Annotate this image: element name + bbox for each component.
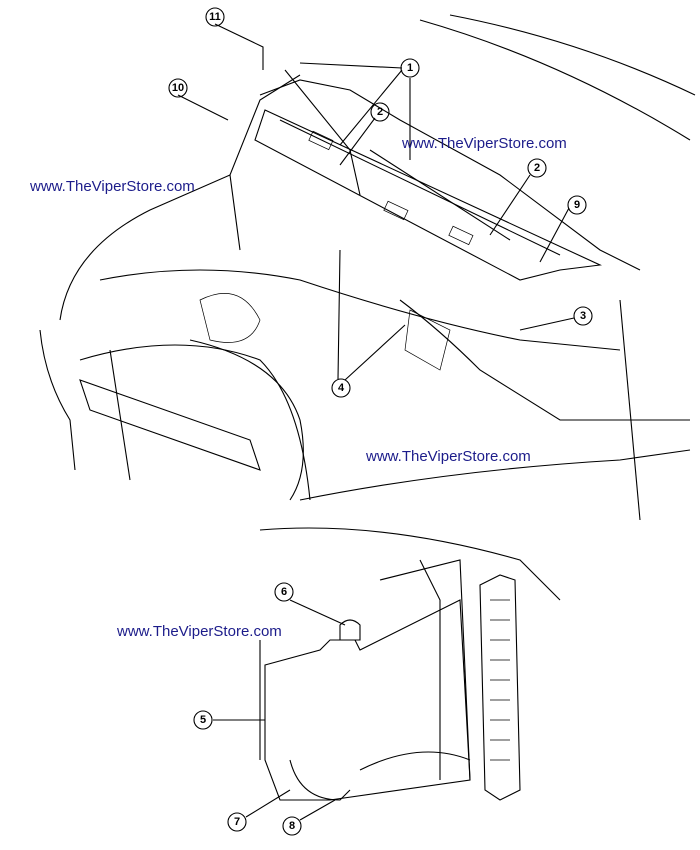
callout-4: 4 xyxy=(331,378,351,398)
callout-10: 10 xyxy=(168,78,188,98)
svg-text:3: 3 xyxy=(580,310,586,322)
svg-text:6: 6 xyxy=(281,586,287,598)
watermark-text: www.TheViperStore.com xyxy=(366,448,531,465)
svg-text:8: 8 xyxy=(289,820,295,832)
svg-text:11: 11 xyxy=(209,11,221,23)
watermark-text: www.TheViperStore.com xyxy=(30,178,195,195)
svg-text:7: 7 xyxy=(234,816,240,828)
callout-3: 3 xyxy=(573,306,593,326)
engine-bay-drawing xyxy=(39,14,696,521)
callout-5: 5 xyxy=(193,710,213,730)
callout-7: 7 xyxy=(227,812,247,832)
callout-11: 11 xyxy=(205,7,225,27)
svg-text:4: 4 xyxy=(338,382,345,394)
svg-text:2: 2 xyxy=(534,162,540,174)
svg-text:10: 10 xyxy=(172,82,184,94)
svg-text:2: 2 xyxy=(377,106,383,118)
svg-text:5: 5 xyxy=(200,714,206,726)
svg-text:9: 9 xyxy=(574,199,580,211)
reservoir-drawing xyxy=(259,527,561,801)
callout-2b: 2 xyxy=(527,158,547,178)
callout-8: 8 xyxy=(282,816,302,836)
callout-1: 1 xyxy=(400,58,420,78)
callout-6: 6 xyxy=(274,582,294,602)
callout-9: 9 xyxy=(567,195,587,215)
callout-2a: 2 xyxy=(370,102,390,122)
leader-lines xyxy=(177,23,575,821)
watermark-text: www.TheViperStore.com xyxy=(117,623,282,640)
watermark-text: www.TheViperStore.com xyxy=(402,135,567,152)
svg-text:1: 1 xyxy=(407,62,413,74)
